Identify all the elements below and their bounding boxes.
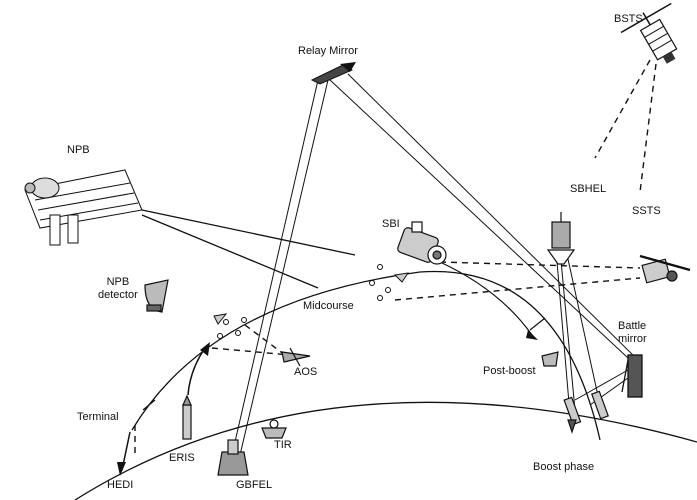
midcourse-decoys bbox=[213, 264, 410, 339]
label-npb: NPB bbox=[67, 144, 90, 156]
aos-aircraft bbox=[281, 347, 311, 367]
earth-surface bbox=[74, 401, 697, 500]
relay-beam-lower bbox=[347, 73, 641, 363]
label-battle-mirror-line2: mirror bbox=[618, 332, 647, 345]
sbi-intercept-path bbox=[439, 261, 533, 336]
label-post-boost: Post-boost bbox=[483, 365, 536, 377]
eris-link-1 bbox=[244, 324, 286, 356]
npb-beam-2 bbox=[141, 214, 319, 289]
label-npb-detector-line1: NPB bbox=[106, 276, 130, 288]
npb-beam-1 bbox=[141, 209, 356, 256]
bsts-link-2 bbox=[639, 63, 657, 193]
eris-interceptor bbox=[182, 394, 192, 440]
ssts-link-2 bbox=[394, 277, 641, 301]
sbhel-beam-1 bbox=[559, 249, 576, 411]
ssts-link-1 bbox=[439, 261, 641, 269]
label-sbi: SBI bbox=[382, 218, 400, 230]
boost-phase-missiles bbox=[563, 390, 609, 434]
missile-trajectory bbox=[131, 270, 601, 441]
sbi-arrowhead bbox=[526, 330, 538, 340]
npb-platform bbox=[24, 169, 143, 246]
bsts-satellite bbox=[620, 2, 678, 64]
label-npb-detector-line2: detector bbox=[98, 288, 138, 301]
label-boost-phase: Boost phase bbox=[533, 461, 595, 473]
gbfel-emitter bbox=[217, 439, 249, 476]
gbfel-beam-left bbox=[231, 79, 319, 456]
sbhel-beam-2 bbox=[565, 249, 601, 406]
tir-sensor bbox=[261, 419, 287, 439]
label-battle-mirror: Battle mirror bbox=[618, 320, 647, 345]
ssts-satellite bbox=[639, 254, 691, 284]
battle-beam-1 bbox=[574, 369, 629, 401]
label-relay-mirror: Relay Mirror bbox=[298, 45, 358, 57]
hedi-arrowhead bbox=[117, 462, 126, 476]
sbhel-satellite bbox=[546, 212, 576, 265]
sbi-module bbox=[397, 221, 447, 265]
label-battle-mirror-line1: Battle bbox=[618, 320, 647, 332]
post-boost-tick bbox=[529, 317, 546, 331]
label-bsts: BSTS bbox=[614, 13, 643, 25]
eris-link-2 bbox=[211, 347, 291, 356]
label-npb-detector: NPB detector bbox=[98, 276, 138, 301]
label-hedi: HEDI bbox=[107, 479, 134, 491]
npb-detector-icon bbox=[144, 279, 169, 313]
gbfel-beam-right bbox=[239, 79, 329, 456]
label-eris: ERIS bbox=[169, 452, 195, 464]
battle-mirror-icon bbox=[621, 354, 643, 398]
label-ssts: SSTS bbox=[632, 205, 661, 217]
sbhel-beam-3 bbox=[555, 249, 571, 416]
label-gbfel: GBFEL bbox=[236, 479, 273, 491]
label-midcourse: Midcourse bbox=[303, 300, 354, 312]
eris-arrowhead bbox=[200, 342, 210, 356]
terminal-tick bbox=[142, 399, 156, 411]
label-aos: AOS bbox=[294, 366, 318, 378]
eris-arrow-path bbox=[187, 347, 206, 396]
label-tir: TIR bbox=[274, 439, 292, 451]
post-boost-vehicle bbox=[541, 351, 559, 367]
relay-beam-upper bbox=[329, 79, 629, 359]
bsts-link-1 bbox=[594, 59, 651, 159]
relay-mirror-icon bbox=[310, 62, 356, 85]
label-sbhel: SBHEL bbox=[570, 183, 607, 195]
label-terminal: Terminal bbox=[77, 411, 119, 423]
